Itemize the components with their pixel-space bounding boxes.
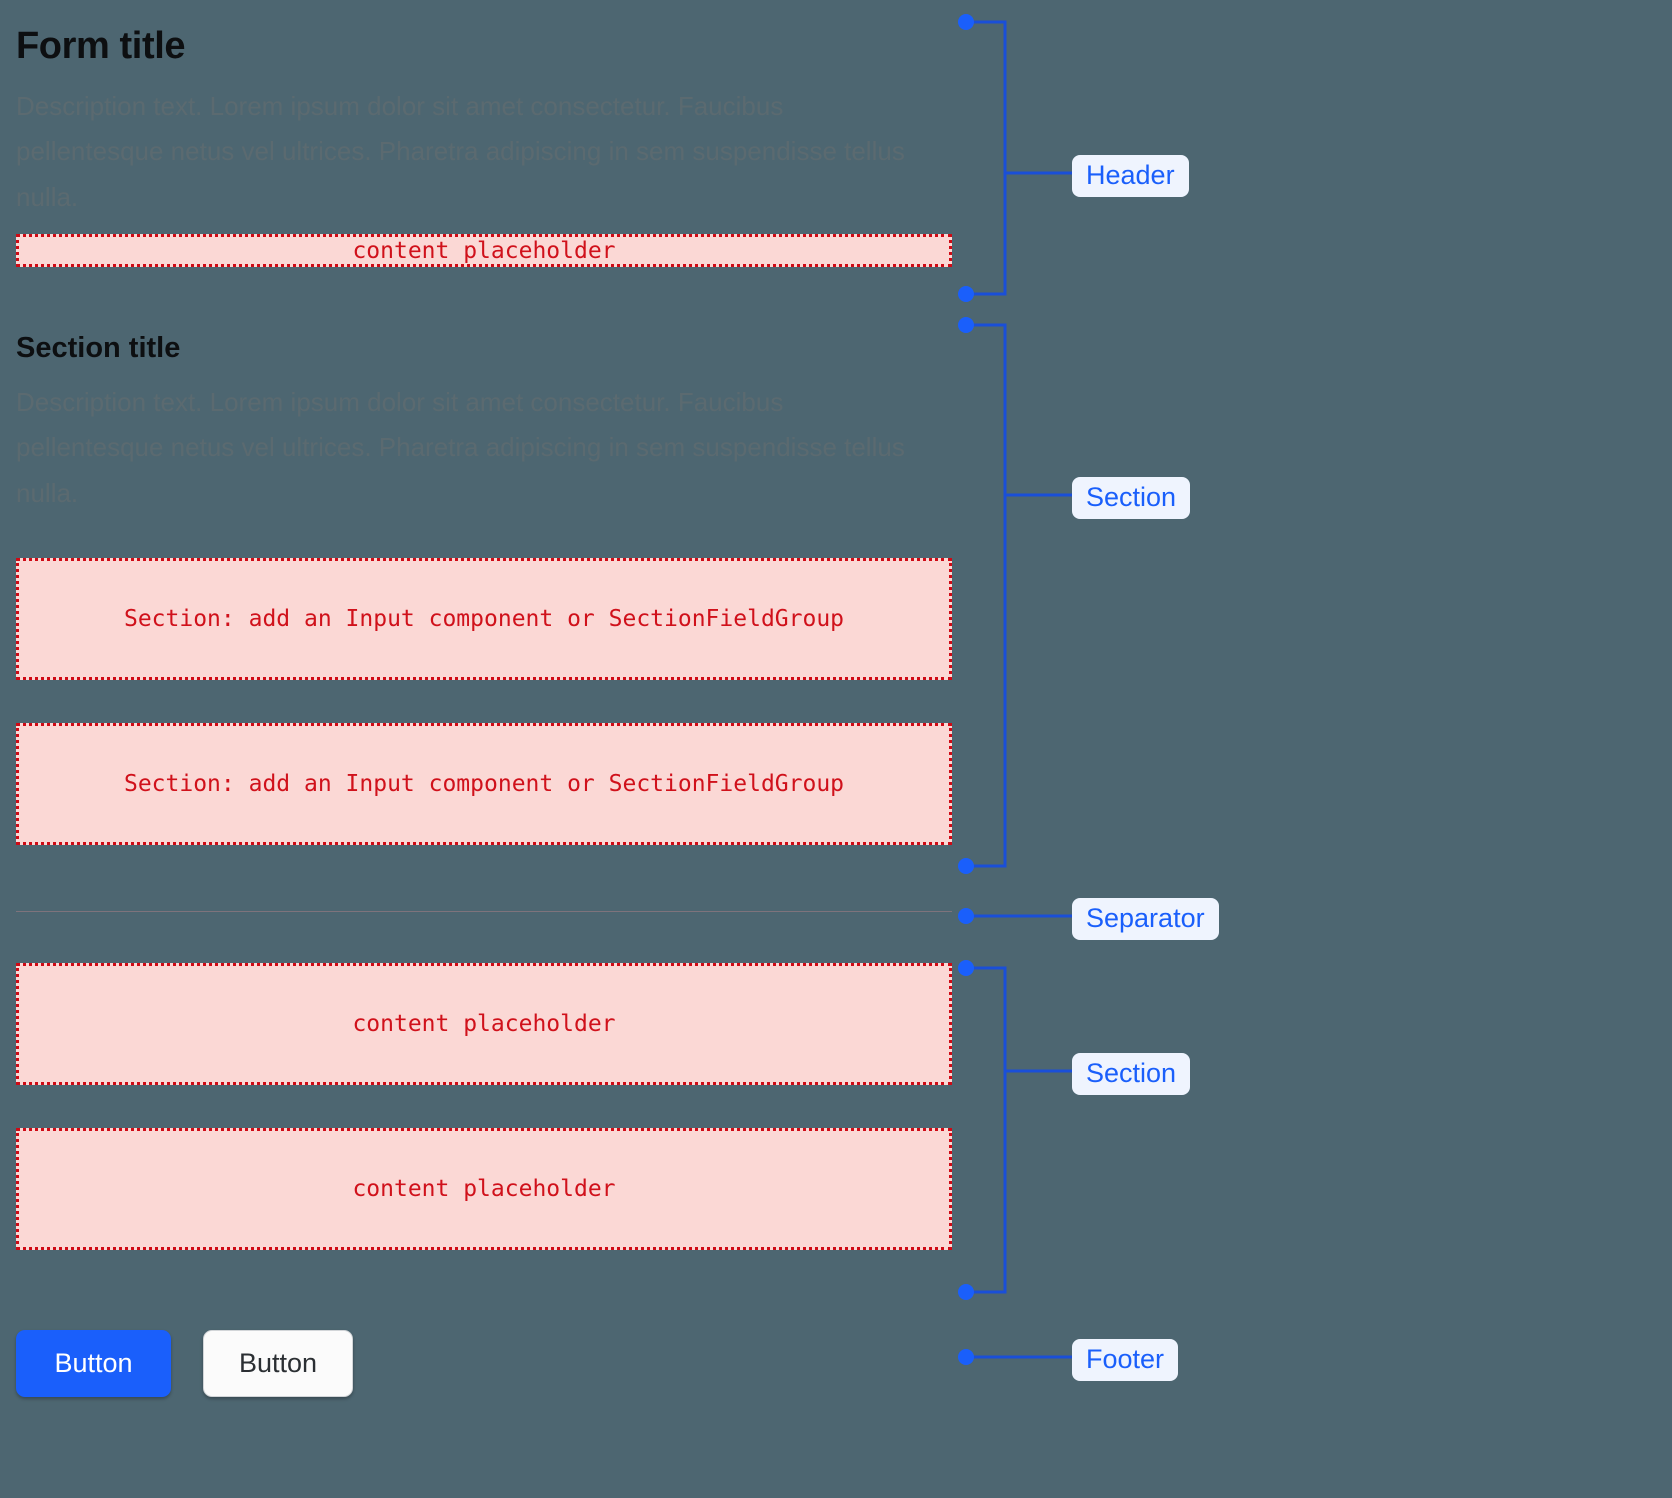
section-two-content-placeholder-2-label: content placeholder bbox=[352, 1176, 616, 1203]
footer-secondary-button[interactable]: Button bbox=[203, 1330, 353, 1398]
header-bracket bbox=[966, 20, 1007, 296]
annotation-badge-separator[interactable]: Separator bbox=[1072, 898, 1219, 941]
form-root: Form title Description text. Lorem ipsum… bbox=[16, 0, 952, 1398]
section-one-title: Section title bbox=[16, 332, 181, 365]
annotation-badge-section-two[interactable]: Section bbox=[1072, 1053, 1191, 1096]
annotation-anchor-dots bbox=[958, 14, 974, 1365]
anchor-dot-footer bbox=[958, 1349, 974, 1365]
annotation-badge-section-one[interactable]: Section bbox=[1072, 477, 1191, 520]
annotation-badge-footer[interactable]: Footer bbox=[1072, 1339, 1179, 1382]
section-two-bracket bbox=[966, 966, 1007, 1294]
anchor-dot-separator bbox=[958, 908, 974, 924]
section-two-content-placeholder-1[interactable]: content placeholder bbox=[16, 963, 952, 1086]
anchor-dot-section-two-top bbox=[958, 960, 974, 976]
section-one-field-placeholder-1[interactable]: Section: add an Input component or Secti… bbox=[16, 558, 952, 681]
section-one-field-placeholder-1-label: Section: add an Input component or Secti… bbox=[123, 606, 845, 633]
section-two-region: content placeholder content placeholder bbox=[16, 963, 952, 1251]
annotation-badge-header[interactable]: Header bbox=[1072, 155, 1189, 198]
header-content-placeholder-label: content placeholder bbox=[352, 237, 616, 264]
section-two-content-placeholder-2[interactable]: content placeholder bbox=[16, 1128, 952, 1251]
section-one-field-placeholder-2-label: Section: add an Input component or Secti… bbox=[123, 771, 845, 798]
anchor-dot-section-two-bottom bbox=[958, 1284, 974, 1300]
anchor-dot-section-one-top bbox=[958, 317, 974, 333]
form-header-region: Form title Description text. Lorem ipsum… bbox=[16, 0, 952, 268]
footer-primary-button-label: Button bbox=[54, 1348, 133, 1379]
anchor-dot-section-one-bottom bbox=[958, 858, 974, 874]
form-description: Description text. Lorem ipsum dolor sit … bbox=[16, 90, 905, 212]
section-one-description: Description text. Lorem ipsum dolor sit … bbox=[16, 386, 905, 508]
section-two-content-placeholder-1-label: content placeholder bbox=[352, 1011, 616, 1038]
form-separator bbox=[16, 911, 952, 913]
form-title: Form title bbox=[16, 25, 186, 67]
section-one-region: Section title Description text. Lorem ip… bbox=[16, 331, 952, 846]
anchor-dot-header-top bbox=[958, 14, 974, 30]
footer-primary-button[interactable]: Button bbox=[16, 1330, 171, 1398]
form-footer-region: Button Button bbox=[16, 1330, 952, 1398]
section-one-bracket bbox=[966, 323, 1007, 868]
footer-secondary-button-label: Button bbox=[238, 1348, 318, 1379]
header-content-placeholder[interactable]: content placeholder bbox=[16, 234, 952, 268]
anchor-dot-header-bottom bbox=[958, 286, 974, 302]
section-one-field-placeholder-2[interactable]: Section: add an Input component or Secti… bbox=[16, 723, 952, 846]
